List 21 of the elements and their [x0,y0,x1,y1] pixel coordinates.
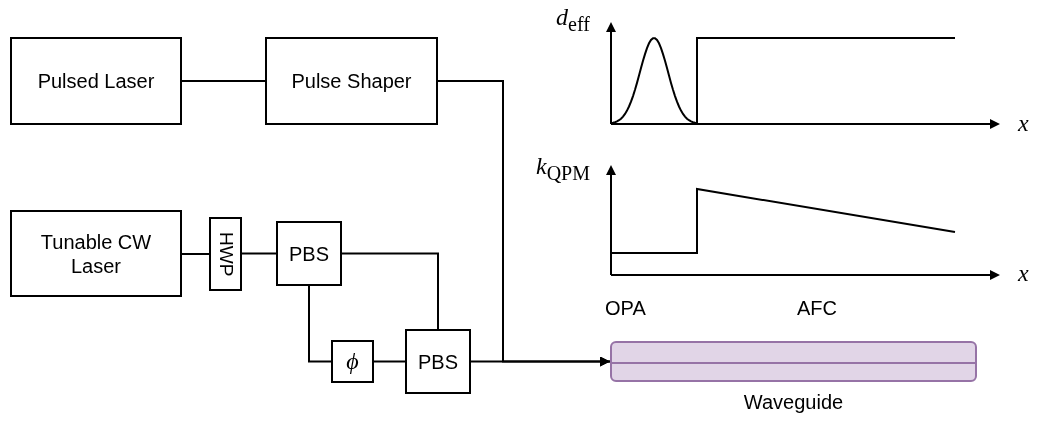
axis-label: k$_{QPM}$ [536,153,590,185]
waveguide-label: Waveguide [742,391,845,414]
section-label: AFC [797,297,837,320]
laser-box: Tunable CW Laser [10,210,182,297]
section-label: OPA [605,297,646,320]
connector-line [308,285,332,363]
connector-line [341,252,439,330]
axis-label: x [1018,110,1029,137]
connector-line [241,252,277,255]
connector-line [181,252,210,255]
phase-shifter-box: ϕ [331,340,374,383]
beam-splitter-box: PBS [405,329,471,394]
arrow [470,356,611,367]
axis-label: x [1018,260,1029,287]
axis-label: d$_{eff}$ [556,4,590,36]
connector-line [373,360,406,363]
pulse-shaper-box: Pulse Shaper [265,37,438,125]
connector-line [181,80,266,82]
beam-splitter-box: PBS [276,221,342,286]
waveplate-box: HWP [209,217,242,291]
laser-box: Pulsed Laser [10,37,182,125]
